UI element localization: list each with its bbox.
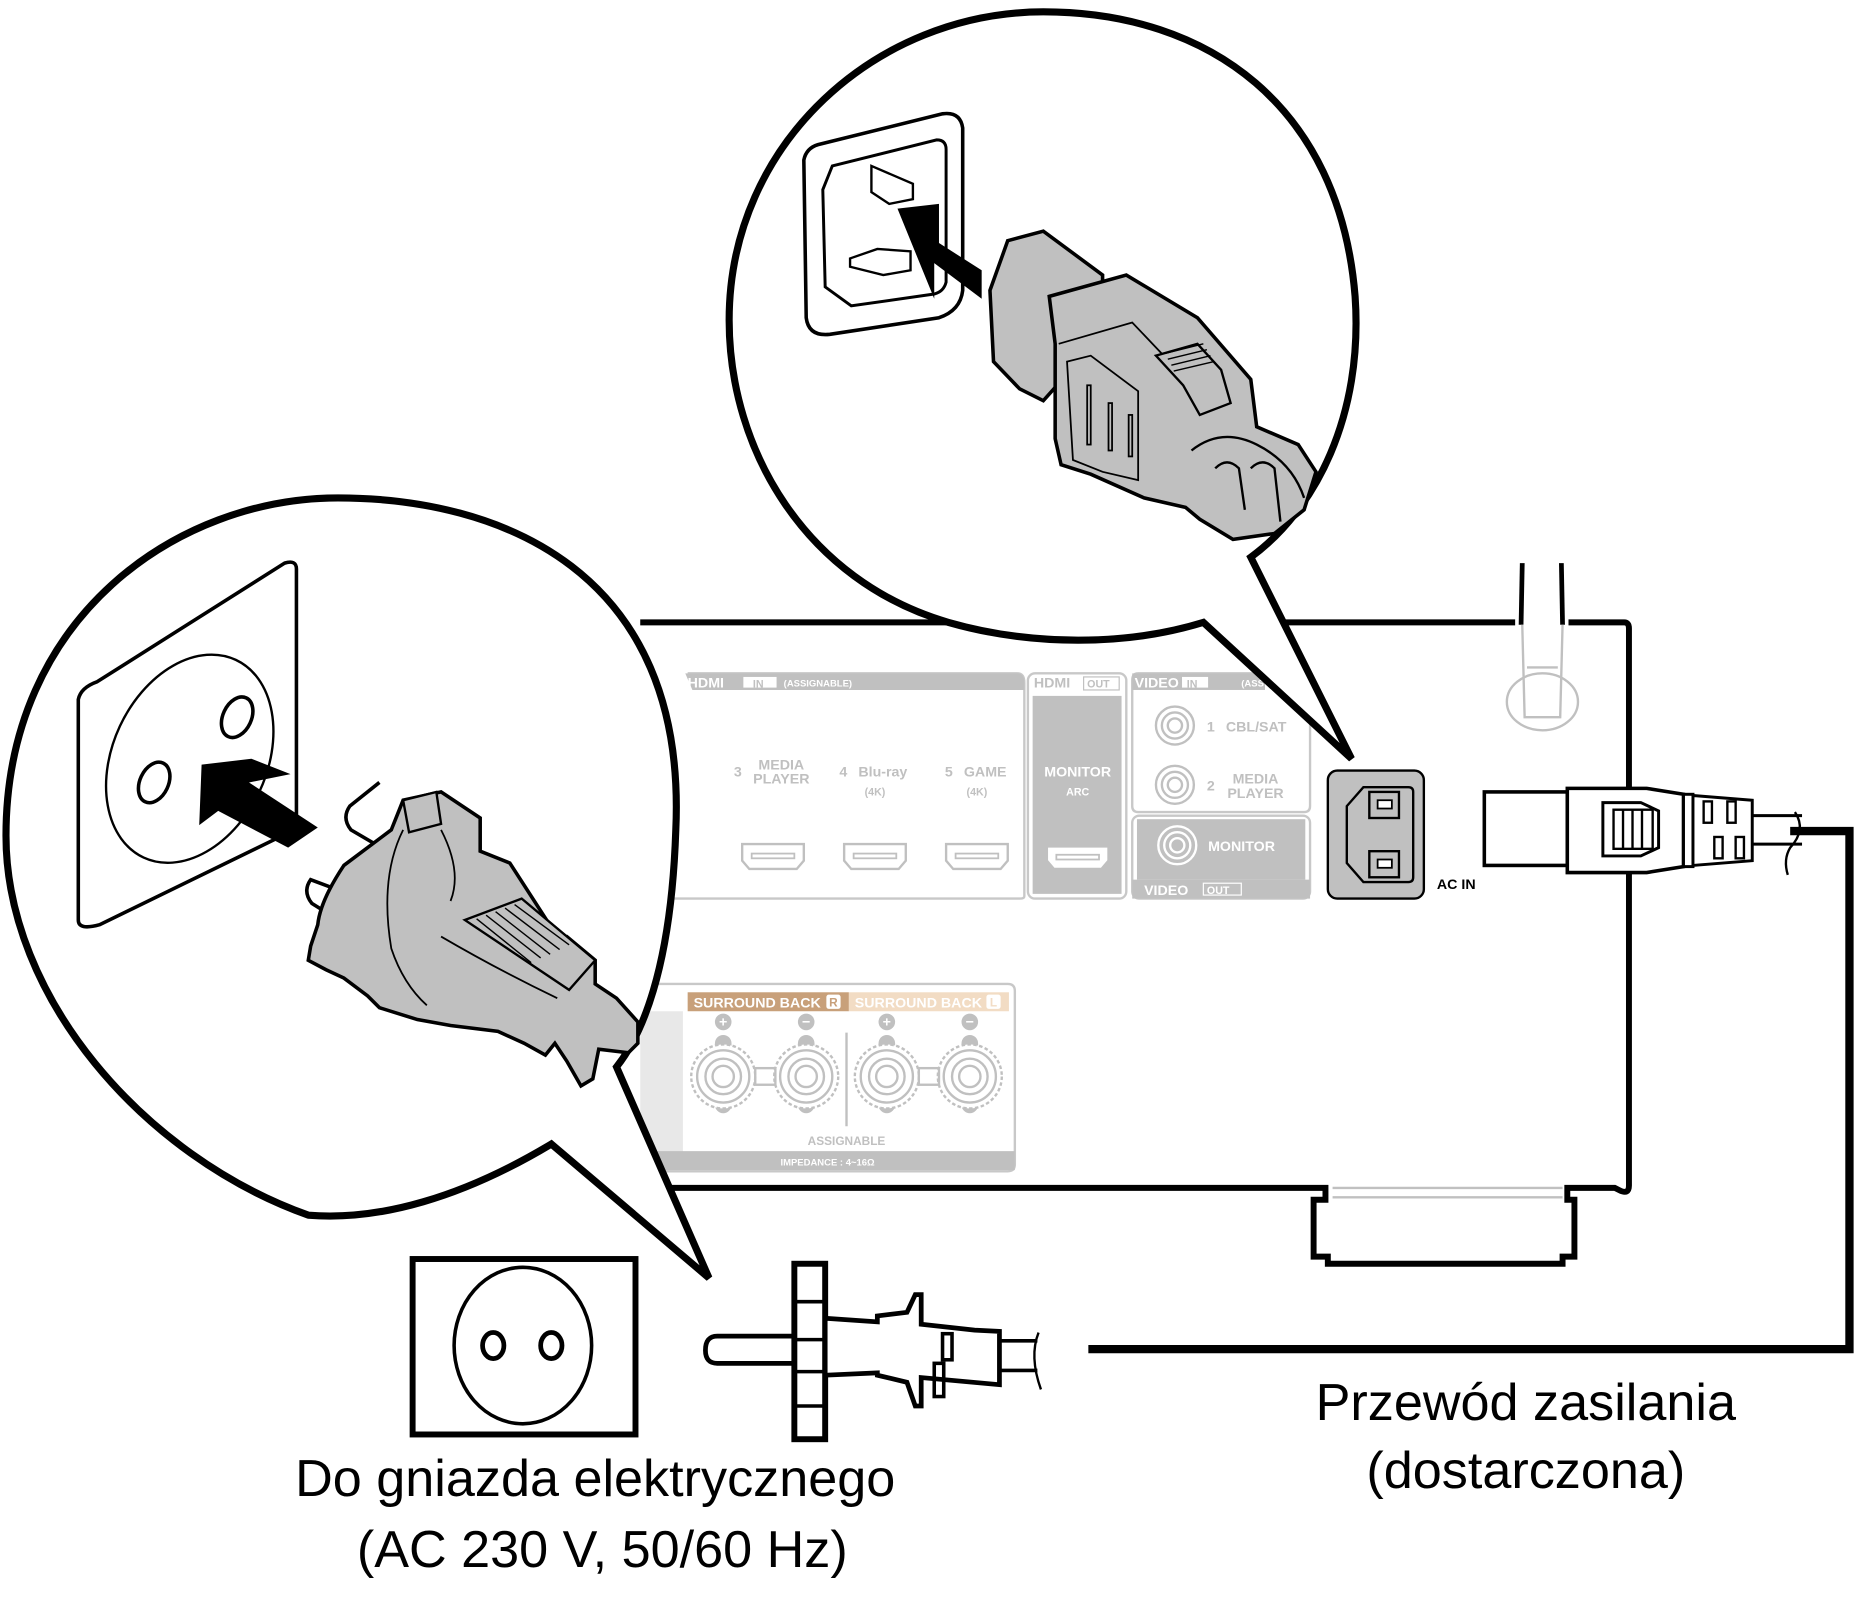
ac-in-label: AC IN xyxy=(1437,877,1476,893)
hdmi-out-sub: ARC xyxy=(1066,786,1089,798)
hdmi-input-sub: (4K) xyxy=(865,786,886,798)
cord-caption-line1: Przewód zasilania xyxy=(1316,1374,1736,1432)
polarity-label: + xyxy=(883,1015,891,1031)
hdmi-out-port-icon xyxy=(1045,845,1110,871)
wall-outlet-icon xyxy=(409,1256,639,1438)
surround-back-r-label: SURROUND BACK xyxy=(694,996,822,1012)
video-input-label: CBL/SAT xyxy=(1226,719,1287,735)
terminal-link xyxy=(917,1066,941,1086)
hdmi-out-panel: HDMI OUT MONITOR ARC xyxy=(1026,672,1128,900)
rca-jack-icon xyxy=(1154,705,1196,746)
speaker-terminal: + xyxy=(853,1013,921,1114)
video-input-2: 2 MEDIA PLAYER xyxy=(1154,764,1284,805)
hdmi-input-number: 4 xyxy=(839,765,847,781)
hdmi-port-icon xyxy=(741,842,806,871)
hdmi-port-icon xyxy=(842,842,907,871)
video-in-badge: IN xyxy=(1187,679,1198,691)
ac-in-socket: AC IN xyxy=(1326,769,1476,900)
rca-jack-icon xyxy=(1154,764,1196,805)
polarity-label: + xyxy=(719,1015,727,1031)
hdmi-input-4: 4 Blu-ray (4K) xyxy=(839,765,907,871)
outlet-caption-line2: (AC 230 V, 50/60 Hz) xyxy=(357,1521,848,1579)
power-cord xyxy=(1088,826,1854,1354)
insert-arrow-icon xyxy=(897,203,982,299)
impedance-label: IMPEDANCE : 4~16Ω xyxy=(780,1157,875,1168)
rca-jack-icon xyxy=(1157,825,1198,866)
schuko-plug-icon xyxy=(703,1260,1002,1443)
video-input-number: 2 xyxy=(1207,779,1215,795)
video-panel: VIDEO IN (ASS 1 CBL/SAT 2 MEDIA PLAYER M… xyxy=(1131,672,1312,900)
insert-arrow-icon xyxy=(199,758,318,848)
hdmi-out-badge: OUT xyxy=(1087,679,1110,691)
hdmi-in-header: HDMI xyxy=(688,676,724,692)
video-input-1: 1 CBL/SAT xyxy=(1154,705,1287,746)
hdmi-input-5: 5 GAME (4K) xyxy=(944,765,1009,871)
schuko-plug-icon-tail xyxy=(999,1332,1043,1390)
outlet-caption-line1: Do gniazda elektrycznego xyxy=(295,1450,895,1508)
hdmi-input-label: Blu-ray xyxy=(858,765,907,781)
antenna xyxy=(1505,563,1580,732)
hdmi-input-number: 3 xyxy=(734,765,742,781)
callout-wall-socket xyxy=(2,494,713,1281)
hdmi-input-label: MEDIA xyxy=(758,757,804,773)
surround-back-r-band xyxy=(687,992,849,1012)
video-out-header: VIDEO xyxy=(1144,883,1188,899)
speaker-terminal: − xyxy=(936,1013,1004,1114)
hdmi-input-sub: (4K) xyxy=(967,786,988,798)
cord-caption-line2: (dostarczona) xyxy=(1366,1442,1685,1500)
hdmi-out-header: HDMI xyxy=(1034,676,1070,692)
assignable-label: ASSIGNABLE xyxy=(808,1134,886,1148)
iec-plug-connected xyxy=(1482,786,1803,876)
hdmi-in-panel: HDMI IN (ASSIGNABLE) 3 MEDIA PLAYER 4 Bl… xyxy=(663,672,1026,900)
video-out-badge: OUT xyxy=(1207,885,1230,897)
video-in-header: VIDEO xyxy=(1135,676,1179,692)
hdmi-input-label-2: PLAYER xyxy=(753,772,809,788)
surround-back-l-band xyxy=(848,992,1009,1012)
polarity-label: − xyxy=(966,1015,974,1031)
hdmi-input-number: 5 xyxy=(945,765,953,781)
speaker-panel: SURROUND BACK R SURROUND BACK L + − + − ASS… xyxy=(640,982,1017,1173)
hdmi-in-badge: IN xyxy=(753,679,764,691)
surround-back-l-badge: L xyxy=(990,996,997,1010)
video-input-number: 1 xyxy=(1207,719,1215,735)
polarity-label: − xyxy=(802,1015,810,1031)
terminal-link xyxy=(754,1066,777,1086)
speaker-terminal: − xyxy=(773,1013,840,1114)
video-out-label: MONITOR xyxy=(1208,839,1275,855)
surround-back-l-label: SURROUND BACK xyxy=(855,996,983,1012)
hdmi-input-label: GAME xyxy=(964,765,1007,781)
surround-back-r-badge: R xyxy=(829,996,838,1010)
speaker-terminals: + − + − xyxy=(690,1013,1004,1114)
video-input-label-2: PLAYER xyxy=(1227,786,1283,802)
hdmi-in-note: (ASSIGNABLE) xyxy=(784,678,852,689)
video-in-note: (ASS xyxy=(1241,678,1264,689)
video-input-label: MEDIA xyxy=(1233,772,1279,788)
speaker-terminal: + xyxy=(690,1013,757,1114)
hdmi-input-3: 3 MEDIA PLAYER xyxy=(734,757,809,871)
hdmi-out-label: MONITOR xyxy=(1044,765,1111,781)
hdmi-port-icon xyxy=(944,842,1009,871)
callout-iec-inlet xyxy=(725,8,1360,762)
